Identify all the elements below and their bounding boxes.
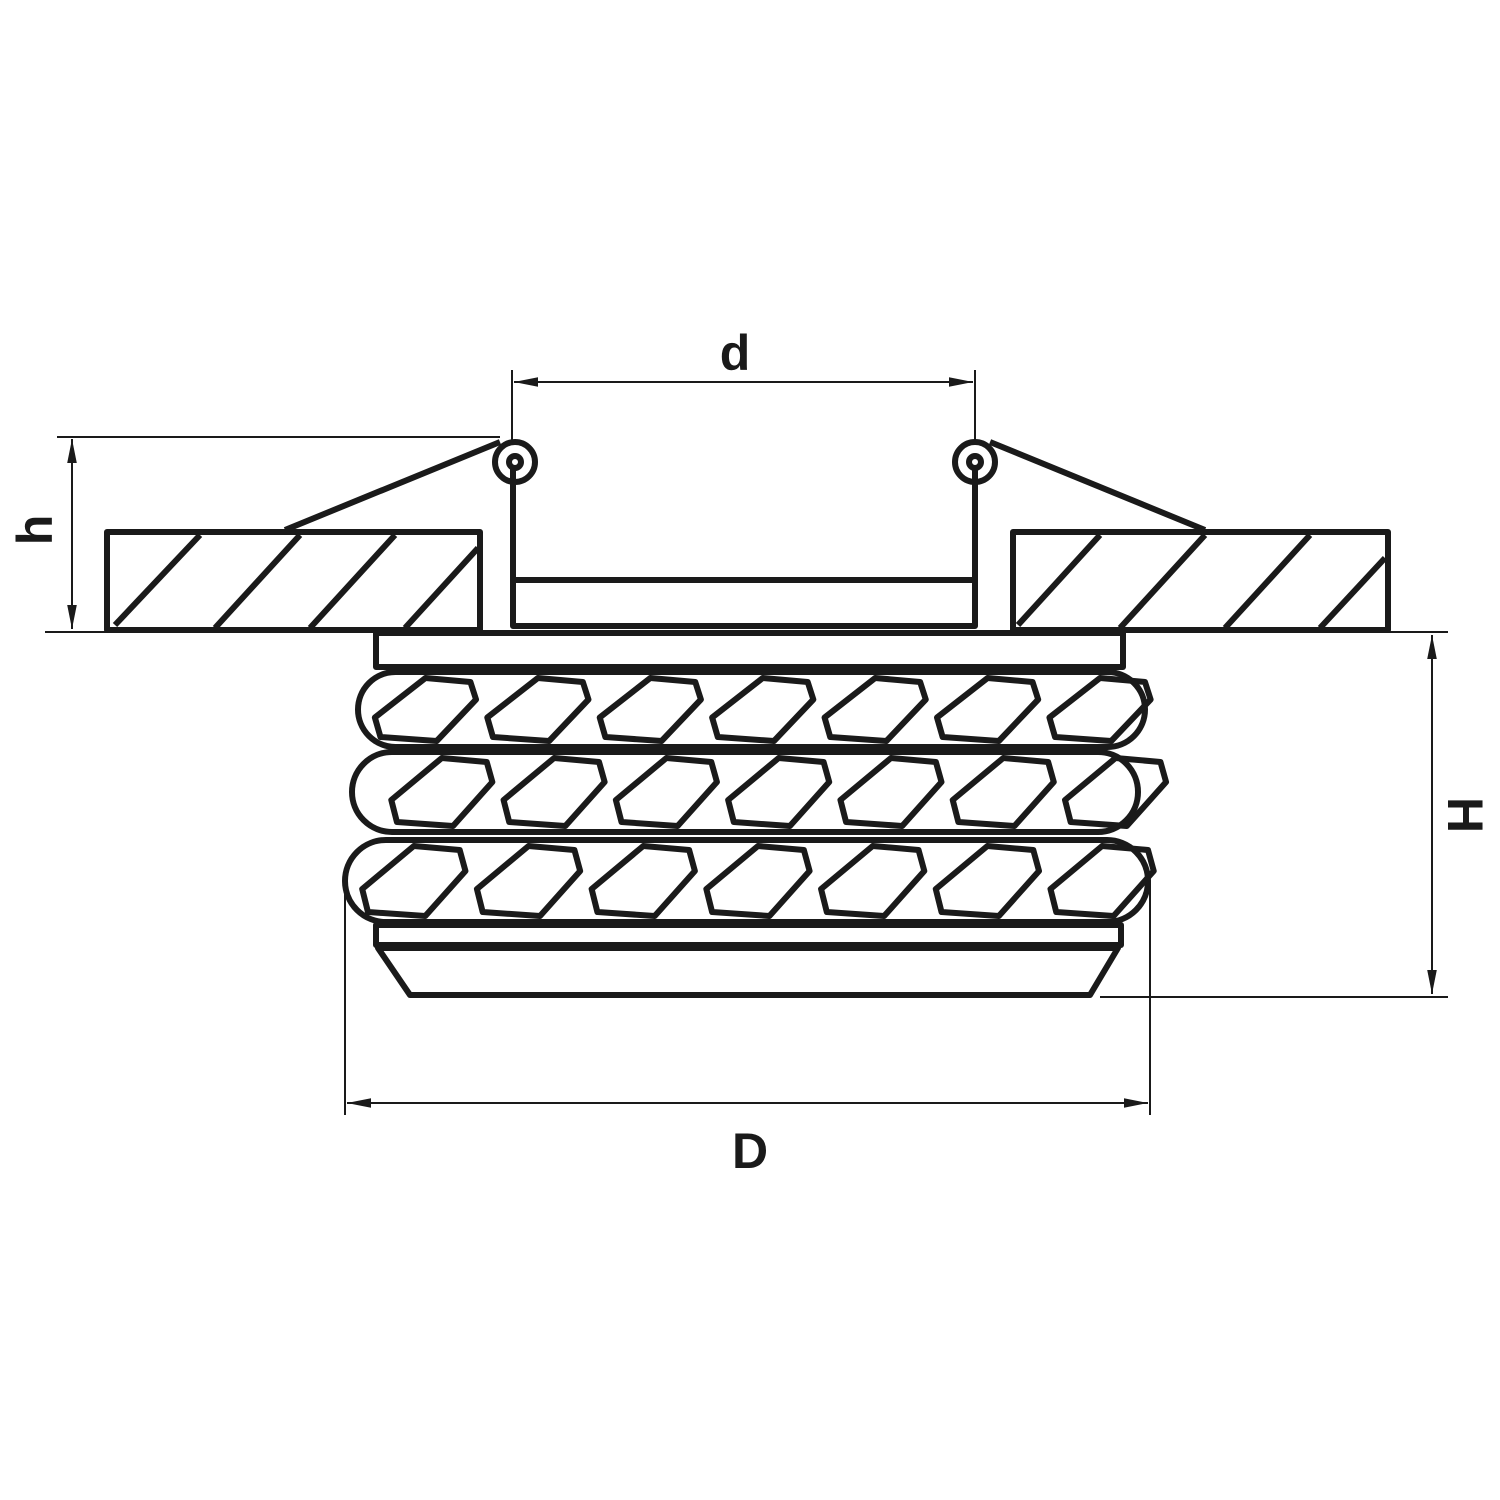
crystal-facet (932, 843, 1043, 919)
crystal-facet (821, 675, 929, 744)
dimension-d: d (511, 325, 976, 440)
crystal-decoration (342, 669, 1170, 925)
crystal-facet (703, 843, 813, 919)
crystal-facet (818, 843, 928, 919)
housing-body (510, 577, 978, 629)
dimension-label-H: H (1437, 797, 1493, 833)
crystal-facet (612, 755, 720, 829)
crystal-facet (949, 755, 1057, 829)
mounting-flange (373, 630, 1126, 670)
crystal-facet (837, 755, 945, 829)
crystal-facet (1046, 675, 1154, 744)
dimension-h: h (7, 436, 500, 629)
crystal-facet (588, 843, 698, 919)
crystal-facet (473, 843, 584, 919)
crystal-facet (934, 675, 1042, 744)
dimension-label-h: h (7, 515, 63, 546)
dimension-D: D (344, 880, 1151, 1179)
ceiling-section-left (104, 529, 483, 633)
crystal-facet (359, 843, 469, 919)
dimension-H: H (1100, 635, 1493, 998)
bottom-ring (373, 922, 1124, 948)
ceiling-section-right (1010, 529, 1391, 633)
crystal-row (349, 749, 1141, 835)
bottom-bezel (375, 945, 1121, 998)
crystal-facet (388, 755, 496, 829)
crystal-facet (500, 755, 608, 829)
crystal-facet (1047, 843, 1157, 919)
crystal-facet (709, 675, 817, 744)
crystal-facet (371, 675, 480, 744)
dimension-label-D: D (732, 1123, 768, 1179)
crystal-facet (484, 675, 592, 744)
crystal-facet (725, 755, 833, 829)
dimension-label-d: d (720, 325, 751, 381)
crystal-facet (1062, 755, 1170, 829)
crystal-facet (596, 675, 704, 744)
